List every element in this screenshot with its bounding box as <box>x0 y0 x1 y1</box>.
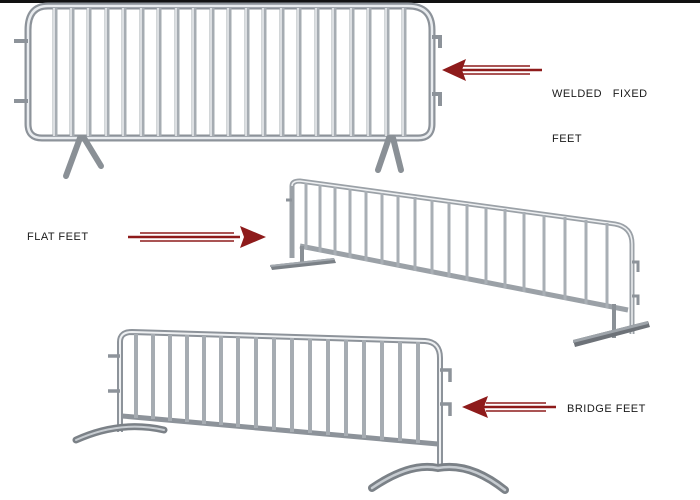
top-border <box>0 0 700 3</box>
label-welded-line2: FEET <box>552 133 583 145</box>
bridge-infill-bars <box>134 334 420 443</box>
arrow-flat <box>128 226 266 248</box>
welded-feet <box>63 135 404 179</box>
label-flat-feet: FLAT FEET <box>27 231 89 243</box>
flat-infill-bars <box>304 183 609 308</box>
welded-infill-bars <box>52 8 407 136</box>
arrow-bridge <box>462 396 556 418</box>
callout-arrows <box>128 59 556 418</box>
flat-feet <box>270 246 650 347</box>
flat-frame <box>289 178 635 334</box>
arrow-welded <box>442 59 542 81</box>
barrier-flat-feet <box>270 178 650 347</box>
barrier-welded-fixed-feet <box>14 2 442 179</box>
barrier-bridge-feet <box>72 328 509 494</box>
flat-hooks <box>286 198 640 305</box>
label-welded-line1: WELDED FIXED <box>552 88 648 100</box>
welded-hooks <box>14 35 442 106</box>
label-welded-fixed-feet: WELDED FIXED FEET <box>552 57 648 162</box>
bridge-hooks <box>108 354 452 416</box>
label-bridge-feet: BRIDGE FEET <box>567 403 646 415</box>
bridge-feet <box>72 423 509 494</box>
